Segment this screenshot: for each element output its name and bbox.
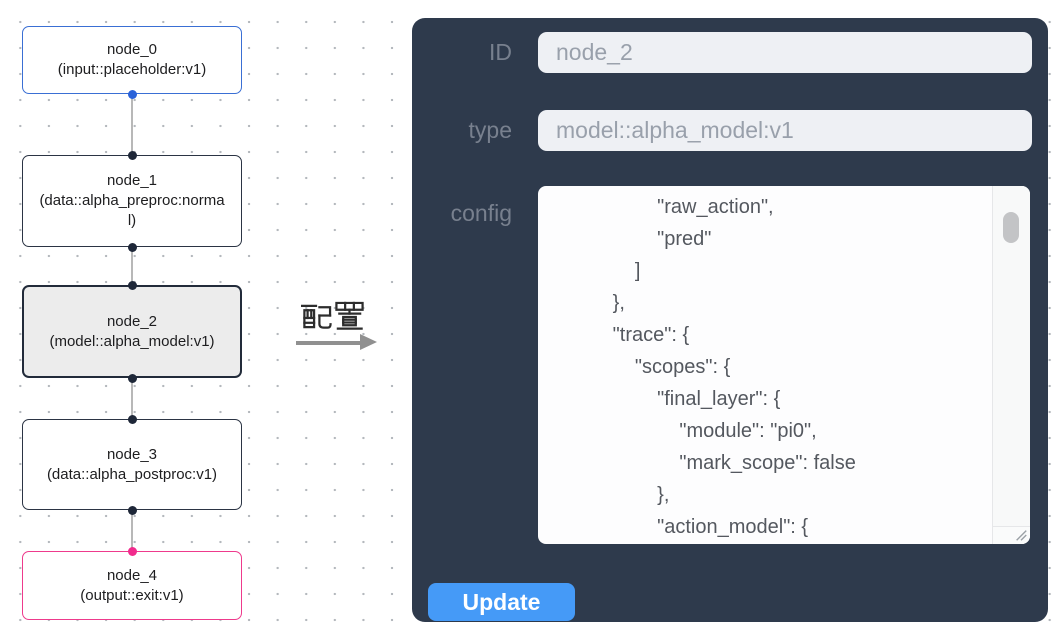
id-input[interactable]: [538, 32, 1032, 73]
node-type-label: (data::alpha_preproc:normal): [39, 192, 225, 229]
id-field-label: ID: [489, 39, 512, 65]
edge-node0-node1: [131, 94, 133, 155]
edge-node2-node3: [131, 378, 133, 419]
graph-node-node_1[interactable]: node_1 (data::alpha_preproc:normal): [22, 155, 242, 247]
graph-node-node_2-selected[interactable]: node_2 (model::alpha_model:v1): [22, 285, 242, 378]
config-field-label: config: [450, 200, 512, 226]
output-port-node_3[interactable]: [128, 506, 137, 515]
node-id-label: node_0: [106, 41, 158, 58]
config-json-text: "raw_action", "pred" ] }, "trace": { "sc…: [612, 196, 856, 538]
input-port-node_4[interactable]: [128, 547, 137, 556]
graph-node-node_3[interactable]: node_3 (data::alpha_postproc:v1): [22, 419, 242, 510]
node-id-label: node_3: [106, 445, 158, 463]
node-id-label: node_2: [106, 312, 158, 330]
node-config-panel: ID type config "raw_action", "pred" ] },…: [412, 18, 1048, 622]
node-id-label: node_1: [106, 172, 158, 189]
node-type-label: (data::alpha_postproc:v1): [46, 465, 218, 483]
graph-node-node_0[interactable]: node_0 (input::placeholder:v1): [22, 26, 242, 94]
node-type-label: (input::placeholder:v1): [57, 61, 207, 78]
config-textarea[interactable]: "raw_action", "pred" ] }, "trace": { "sc…: [538, 186, 1030, 544]
node-id-label: node_4: [106, 566, 158, 584]
config-scrollbar-thumb[interactable]: [1003, 212, 1019, 243]
input-port-node_2[interactable]: [128, 281, 137, 290]
type-input[interactable]: [538, 110, 1032, 151]
type-field-label: type: [468, 117, 512, 143]
cjk-glyph-zhi: [335, 301, 364, 330]
output-port-node_0[interactable]: [128, 90, 137, 99]
config-scrollbar[interactable]: [992, 186, 1030, 526]
input-port-node_3[interactable]: [128, 415, 137, 424]
textarea-resize-handle[interactable]: [992, 526, 1030, 544]
config-annotation: 配置: [299, 300, 369, 360]
output-port-node_2[interactable]: [128, 374, 137, 383]
annotation-arrow-line: [296, 341, 360, 345]
node-type-label: (model::alpha_model:v1): [49, 332, 215, 350]
cjk-glyph-pei: [301, 304, 332, 329]
node-type-label: (output::exit:v1): [80, 586, 184, 604]
edge-node1-node2: [131, 247, 133, 285]
edge-node3-node4: [131, 510, 133, 551]
resize-grip-icon: [1016, 530, 1027, 541]
input-port-node_1[interactable]: [128, 151, 137, 160]
graph-node-node_4[interactable]: node_4 (output::exit:v1): [22, 551, 242, 620]
output-port-node_1[interactable]: [128, 243, 137, 252]
update-button[interactable]: Update: [428, 583, 575, 621]
annotation-arrow-head-icon: [360, 334, 377, 350]
